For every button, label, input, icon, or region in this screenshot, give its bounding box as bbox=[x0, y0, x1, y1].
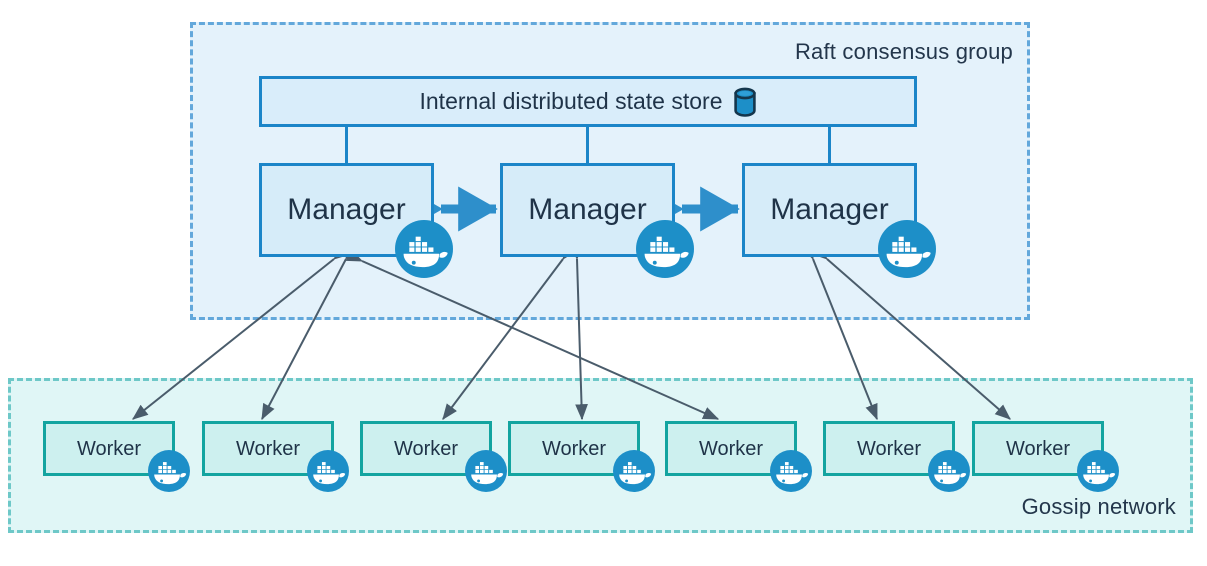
worker-node-3: Worker bbox=[360, 421, 492, 476]
worker-node-1: Worker bbox=[43, 421, 175, 476]
worker-label: Worker bbox=[1005, 437, 1071, 460]
state-store-label: Internal distributed state store bbox=[419, 88, 723, 114]
group-label-gossip: Gossip network bbox=[1021, 494, 1176, 519]
group-label-raft: Raft consensus group bbox=[794, 39, 1013, 64]
worker-label: Worker bbox=[541, 437, 607, 460]
manager-node-2: Manager bbox=[500, 163, 675, 257]
worker-node-6: Worker bbox=[823, 421, 955, 476]
database-cylinder-icon bbox=[733, 87, 757, 117]
worker-label: Worker bbox=[235, 437, 301, 460]
internal-state-store-box: Internal distributed state store bbox=[259, 76, 917, 127]
worker-node-5: Worker bbox=[665, 421, 797, 476]
manager-label: Manager bbox=[770, 193, 889, 226]
worker-label: Worker bbox=[76, 437, 142, 460]
worker-label: Worker bbox=[393, 437, 459, 460]
manager-node-1: Manager bbox=[259, 163, 434, 257]
worker-node-4: Worker bbox=[508, 421, 640, 476]
worker-label: Worker bbox=[698, 437, 764, 460]
manager-label: Manager bbox=[528, 193, 647, 226]
manager-label: Manager bbox=[287, 193, 406, 226]
manager-node-3: Manager bbox=[742, 163, 917, 257]
worker-node-7: Worker bbox=[972, 421, 1104, 476]
worker-node-2: Worker bbox=[202, 421, 334, 476]
worker-label: Worker bbox=[856, 437, 922, 460]
